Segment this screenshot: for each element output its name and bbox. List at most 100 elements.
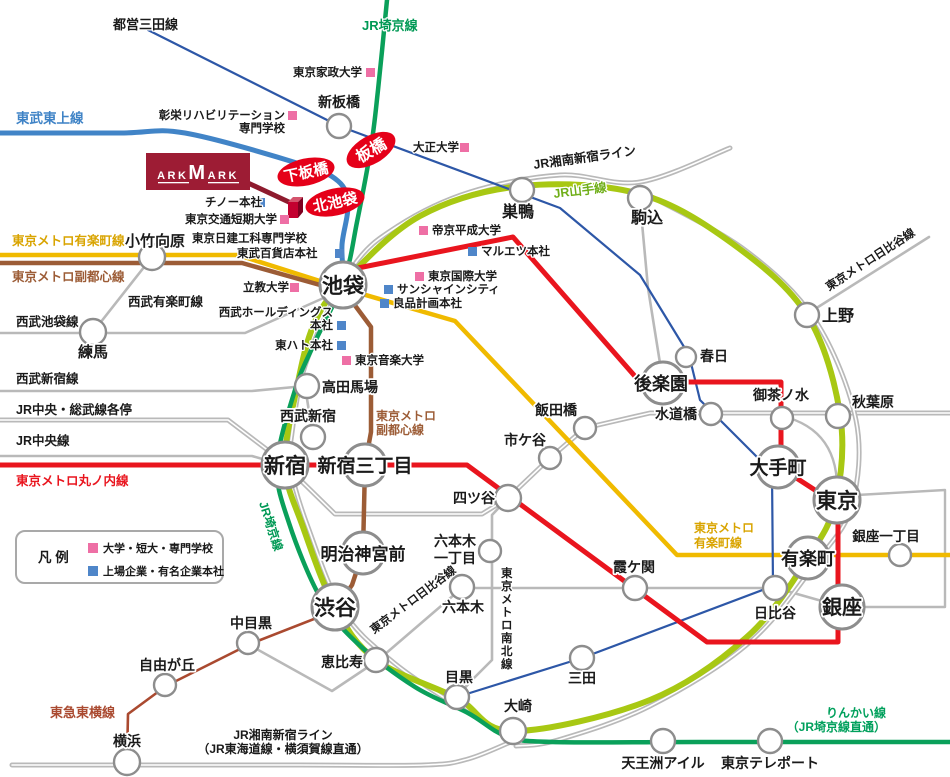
line-label-line: （JR東海道線・横須賀線直通） [197, 741, 368, 756]
univ-square-icon [419, 226, 428, 235]
corp-square-icon [337, 341, 346, 350]
station-label: 恵比寿 [321, 654, 363, 670]
station-label: 池袋 [322, 274, 365, 298]
logo-underline-left [158, 182, 189, 184]
univ-square-icon [415, 272, 424, 281]
line-label-line: 東京メトロ [376, 408, 436, 423]
station-marker [568, 644, 596, 672]
station-marker [342, 442, 388, 488]
station-komagome: 駒込 [626, 184, 665, 229]
station-ginza-itchome: 銀座一丁目 [851, 526, 922, 568]
building-icon [288, 202, 298, 218]
poi-label-line: 彰栄リハビリテーション [159, 108, 285, 122]
line-label-jr-chuo-label: JR中央線 [16, 433, 70, 448]
station-mita: 三田 [566, 644, 598, 688]
station-marker [756, 727, 784, 755]
station-label: 霞ケ関 [613, 559, 655, 575]
station-label: 後楽園 [634, 373, 688, 394]
poi-label: 彰栄リハビリテーション専門学校 [159, 108, 286, 135]
rail-line-seibu-yurakucho-line [91, 255, 154, 334]
station-tokyo-teleport: 東京テレポート [719, 727, 821, 773]
station-label: 横浜 [113, 733, 141, 749]
station-marker [477, 538, 503, 564]
station-osaki: 大崎 [498, 696, 534, 746]
station-marker [674, 345, 698, 369]
station-kotake-mukaihara: 小竹向原 [123, 230, 187, 272]
station-label: 四ツ谷 [453, 490, 496, 506]
poi-label: マルエツ本社 [481, 244, 550, 258]
univ-square-icon [342, 356, 351, 365]
univ-square-icon [297, 234, 306, 243]
station-marker [299, 423, 327, 451]
line-label-line: 東京メトロ [694, 520, 754, 535]
building-icon [298, 197, 303, 218]
line-label-char: ト [501, 606, 513, 619]
station-label: 新板橋 [318, 94, 361, 110]
line-label-char: メ [501, 593, 513, 606]
station-marker [493, 483, 523, 513]
station-iidabashi: 飯田橋 [532, 400, 598, 441]
poi-label: 帝京平成大学 [432, 223, 501, 237]
line-label-seibu-yurakucho-label: 西武有楽町線 [128, 294, 204, 309]
station-label: 高田馬場 [322, 379, 378, 395]
station-marker [698, 401, 724, 427]
rail-line-jr-saikyo-rinkai [274, 0, 950, 745]
line-label-tokyu-toyoko-label: 東急東横線 [50, 705, 116, 720]
station-suidobashi: 水道橋 [653, 401, 724, 427]
arkmark-logo: ARKMARK [146, 153, 250, 190]
poi-corp: チノー本社 [204, 194, 265, 210]
rail-line-toei-mita [146, 28, 775, 699]
station-label: 六本木 [442, 599, 485, 615]
line-label-line: （JR埼京線直通） [787, 719, 886, 734]
station-label: 市ケ谷 [504, 432, 547, 448]
poi-univ: 東京国際大学 [415, 268, 499, 284]
line-label-tobu-tojo-label: 東武東上線 [16, 110, 84, 126]
corp-square-icon [256, 198, 265, 207]
poi-corp: マルエツ本社 [468, 243, 552, 259]
station-label: 有楽町 [781, 548, 835, 569]
station-label-line: 六本木 [434, 533, 477, 549]
station-takadanobaba: 高田馬場 [293, 372, 380, 400]
line-label-metro-yurakucho-label-right: 東京メトロ有楽町線 [694, 520, 754, 550]
station-otemachi: 大手町 [748, 444, 808, 490]
station-marker [448, 573, 476, 601]
station-yotsuya: 四ツ谷 [451, 483, 523, 513]
arkmark-logo-box [146, 153, 250, 190]
corp-square-icon [384, 285, 393, 294]
legend-item-label: 大学・短大・専門学校 [103, 541, 214, 555]
station-hibiya: 日比谷 [752, 574, 799, 623]
station-meguro: 目黒 [443, 667, 475, 711]
line-label-metro-fukutoshin-label-mid: 東京メトロ副都心線 [376, 408, 436, 437]
station-ichigaya: 市ケ谷 [502, 430, 563, 471]
station-marker [887, 542, 913, 568]
station-marker [761, 574, 789, 602]
line-label-line: りんかい線 [826, 705, 886, 720]
poi-label: 東京日建工科専門学校 [192, 231, 307, 245]
rail-line-metro-hibiya-west [251, 586, 464, 693]
rail-line-seibu-shinjuku-line [0, 384, 315, 439]
station-label: 天王洲アイル [621, 755, 704, 771]
line-label-metro-namboku-label: 東京メトロ南北線 [501, 566, 513, 671]
poi-label: 大正大学 [413, 140, 459, 154]
station-marker [498, 716, 528, 746]
station-label: 西武新宿 [280, 408, 336, 424]
station-label: 明治神宮前 [321, 544, 406, 564]
corp-square-icon [468, 247, 477, 256]
station-marker [293, 372, 321, 400]
station-meiji-jingumae: 明治神宮前 [319, 530, 407, 576]
line-label-jr-shonan-shinjuku-label-bottom: JR湘南新宿ライン（JR東海道線・横須賀線直通） [197, 727, 368, 756]
station-marker [325, 112, 353, 140]
station-label: 水道橋 [655, 406, 698, 422]
station-label: 目黒 [445, 669, 473, 685]
poi-label-line: 専門学校 [239, 121, 285, 135]
station-label: 春日 [699, 348, 728, 364]
station-marker [621, 574, 649, 602]
station-tennozu-isle: 天王洲アイル [620, 727, 706, 773]
station-roppongi: 六本木 [440, 573, 487, 617]
poi-univ: 東京音楽大学 [342, 352, 426, 368]
station-label: 新宿三丁目 [317, 454, 412, 477]
logo-m: M [188, 162, 207, 184]
station-marker [78, 317, 108, 347]
